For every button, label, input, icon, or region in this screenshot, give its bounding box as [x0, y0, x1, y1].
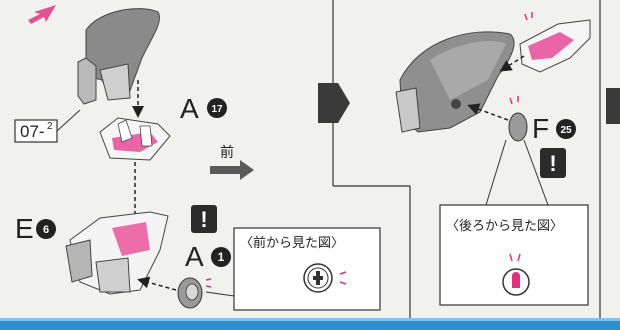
front-view-callout: 〈前から見た図〉	[205, 227, 381, 311]
back-view-callout: 〈後ろから見た図〉	[439, 139, 589, 306]
label-a1: A 1	[185, 241, 231, 272]
svg-text:A: A	[185, 241, 204, 272]
svg-text:F: F	[532, 113, 549, 144]
svg-text:07-: 07-	[20, 122, 45, 141]
pink-direction-arrow	[28, 5, 56, 24]
label-a17: A 17	[180, 93, 227, 124]
assembled-gray-part	[395, 31, 515, 133]
svg-text:1: 1	[218, 250, 225, 264]
next-step-arrow-partial	[606, 88, 620, 124]
label-e6: E 6	[15, 213, 56, 244]
svg-text:〈後ろから見た図〉: 〈後ろから見た図〉	[446, 219, 563, 234]
svg-text:A: A	[180, 93, 199, 124]
pink-marks-top	[524, 12, 533, 21]
pink-marks-f25	[509, 96, 519, 105]
pink-marks-a1	[205, 278, 212, 288]
label-f25: F 25	[532, 113, 576, 144]
part-number-07-2: 07- 2	[14, 109, 81, 143]
disc-part-a1	[177, 277, 203, 309]
caution-icon: !	[191, 205, 217, 233]
caution-icon-right: !	[540, 148, 566, 178]
front-direction: 前	[210, 144, 254, 180]
svg-text:6: 6	[43, 224, 49, 236]
svg-text:前: 前	[220, 144, 234, 161]
top-shell-part	[77, 8, 160, 105]
pink-insert-part	[519, 19, 591, 73]
svg-text:〈前から見た図〉: 〈前から見た図〉	[240, 235, 344, 251]
step-arrow	[318, 83, 350, 123]
svg-text:17: 17	[211, 104, 223, 115]
runner-a17-part	[99, 117, 171, 161]
svg-text:!: !	[549, 151, 556, 176]
svg-text:25: 25	[560, 125, 572, 136]
svg-text:2: 2	[47, 121, 53, 132]
svg-text:E: E	[15, 213, 34, 244]
runner-e6-part	[65, 211, 169, 295]
svg-text:!: !	[200, 207, 207, 232]
disc-part-f25	[508, 112, 528, 142]
